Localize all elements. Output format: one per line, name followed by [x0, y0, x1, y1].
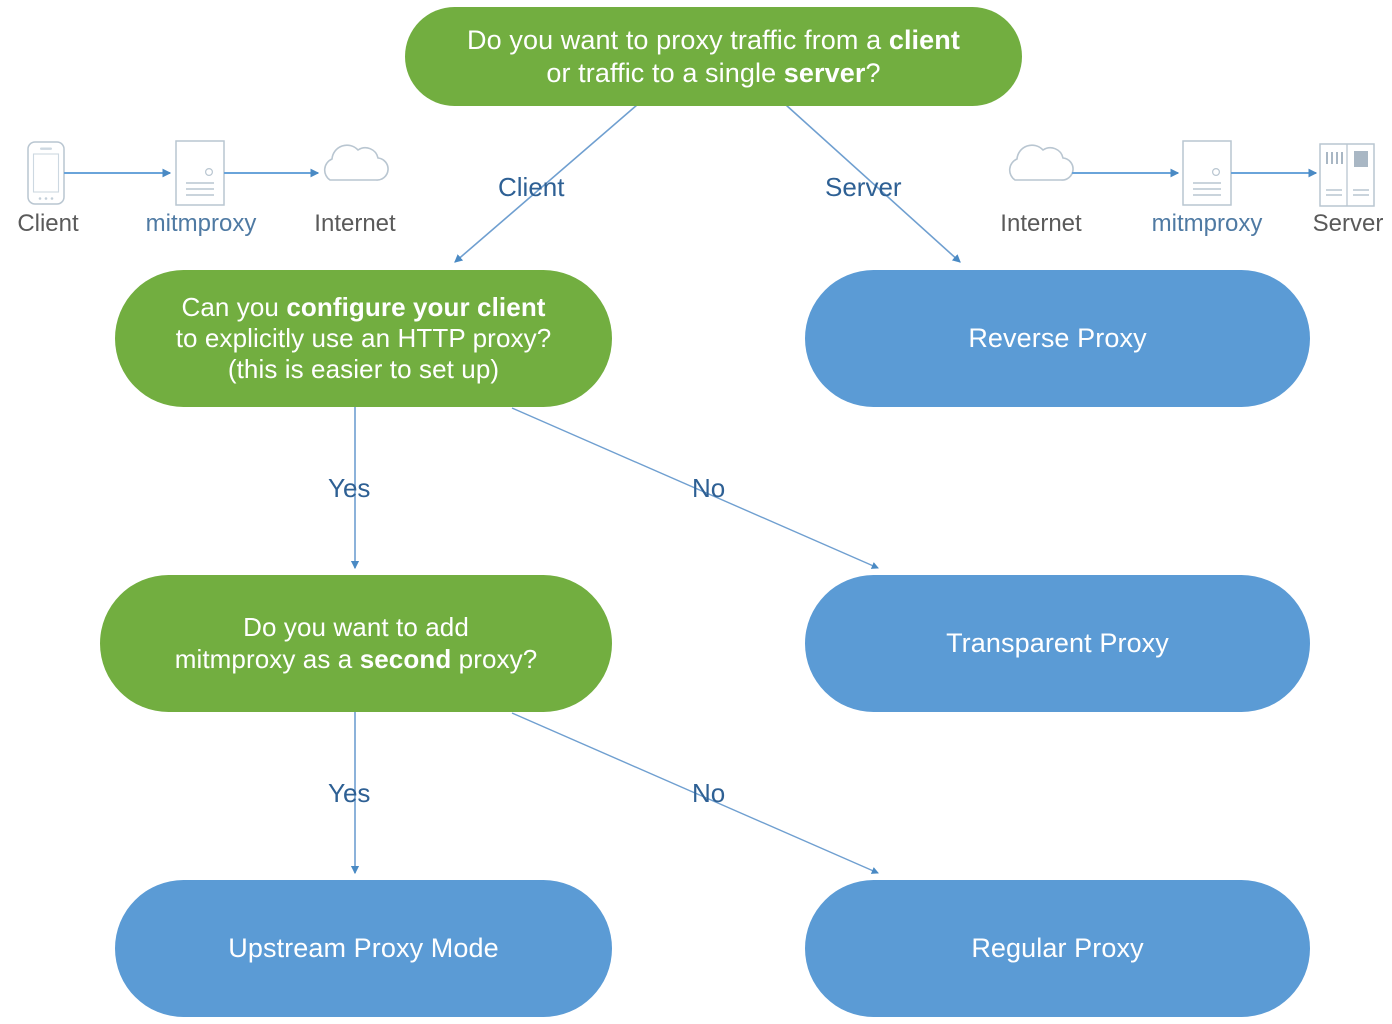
mitmproxy-document-icon: [175, 140, 225, 206]
node-second-proxy-question-text: Do you want to add mitmproxy as a second…: [126, 612, 586, 674]
second-line2-a: mitmproxy as a: [174, 643, 360, 674]
configure-line1-a: Can you: [181, 291, 287, 322]
cloud-icon: [1008, 144, 1074, 181]
root-line2-a: or traffic to a single: [546, 57, 784, 88]
second-line2-bold: second: [359, 643, 452, 674]
second-line2-c: proxy?: [451, 643, 538, 674]
cloud-icon: [323, 144, 389, 181]
node-reverse-proxy[interactable]: Reverse Proxy: [805, 270, 1310, 407]
node-reverse-proxy-label: Reverse Proxy: [968, 323, 1147, 354]
topology-client-side-graphic: [27, 140, 389, 206]
configure-line1-bold: configure your client: [286, 291, 546, 322]
node-root-question-text: Do you want to proxy traffic from a clie…: [431, 24, 996, 89]
root-line2-c: ?: [865, 57, 881, 88]
node-upstream-proxy-mode[interactable]: Upstream Proxy Mode: [115, 880, 612, 1017]
topology-caption-mitmproxy-left: mitmproxy: [145, 210, 257, 237]
mitmproxy-document-icon: [1182, 140, 1232, 206]
edge-label-no-1: No: [692, 473, 726, 503]
node-transparent-proxy-label: Transparent Proxy: [946, 628, 1169, 659]
topology-caption-internet-left: Internet: [314, 210, 396, 237]
configure-line2: to explicitly use an HTTP proxy?: [175, 322, 552, 353]
node-second-proxy-question[interactable]: Do you want to add mitmproxy as a second…: [100, 575, 612, 712]
edge-label-server: Server: [825, 172, 902, 202]
root-line1-a: Do you want to proxy traffic from a: [467, 25, 889, 56]
second-line1: Do you want to add: [243, 612, 469, 643]
node-regular-proxy-label: Regular Proxy: [971, 933, 1144, 964]
topology-server-side-graphic: [1008, 140, 1375, 207]
topology-caption-internet-right: Internet: [1000, 210, 1082, 237]
edge-root-to-configure: [454, 104, 638, 263]
node-regular-proxy[interactable]: Regular Proxy: [805, 880, 1310, 1017]
topology-caption-mitmproxy-right: mitmproxy: [1151, 210, 1263, 237]
edge-label-no-2: No: [692, 778, 726, 808]
node-configure-client-question[interactable]: Can you configure your client to explici…: [115, 270, 612, 407]
configure-line3: (this is easier to set up): [227, 354, 500, 385]
edge-label-client: Client: [498, 172, 565, 202]
server-rack-icon: [1319, 143, 1375, 207]
topology-caption-server-right: Server: [1312, 210, 1384, 237]
edge-root-to-reverse-proxy: [785, 104, 961, 263]
node-root-question[interactable]: Do you want to proxy traffic from a clie…: [405, 7, 1022, 106]
root-line2-bold: server: [783, 57, 866, 88]
root-line1-bold: client: [888, 25, 960, 56]
edge-second-proxy-to-regular-proxy: [511, 712, 879, 874]
node-configure-client-question-text: Can you configure your client to explici…: [141, 292, 586, 386]
topology-caption-client: Client: [17, 210, 79, 237]
edge-label-yes-2: Yes: [328, 778, 371, 808]
edge-configure-to-transparent-proxy: [511, 407, 879, 569]
node-upstream-proxy-mode-label: Upstream Proxy Mode: [228, 933, 499, 964]
node-transparent-proxy[interactable]: Transparent Proxy: [805, 575, 1310, 712]
edge-label-yes-1: Yes: [328, 473, 371, 503]
phone-icon: [27, 141, 65, 205]
